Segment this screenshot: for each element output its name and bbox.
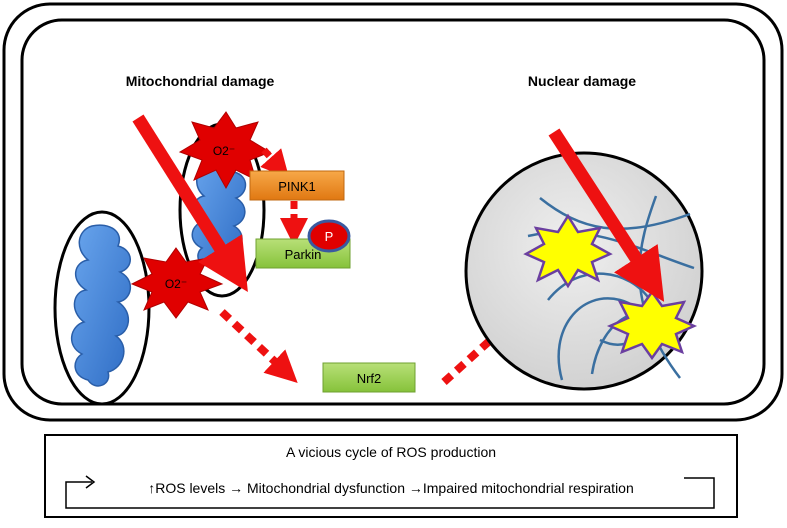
phosphate-circle [307, 219, 351, 253]
superoxide-to-nrf2-arrow [219, 309, 298, 383]
nrf2-label: Nrf2 [357, 371, 382, 386]
vicious-cycle-title: A vicious cycle of ROS production [285, 444, 497, 460]
dna-damage-star-lower [606, 289, 698, 361]
pink1-box [249, 170, 345, 201]
superoxide-to-pink1-arrow [260, 147, 290, 179]
dna-damage-star-upper [523, 213, 613, 289]
mito-damage-title: Mitochondrial damage [126, 73, 275, 89]
cell-outer-membrane [2, 2, 784, 422]
phosphate-label: P [325, 229, 334, 244]
pink1-label: PINK1 [278, 179, 316, 194]
mito-damage-arrow [132, 114, 248, 292]
cell-inner-membrane [20, 18, 766, 406]
vicious-cycle-box: A vicious cycle of ROS production ↑ROS l… [44, 434, 738, 518]
superoxide-label-top: O2⁻ [213, 144, 235, 158]
nuclear-damage-title: Nuclear damage [528, 73, 636, 89]
nrf2-box [322, 362, 416, 393]
mitochondrion-left [71, 224, 131, 387]
vicious-cycle-chain: ↑ROS levels → Mitochondrial dysfunction … [148, 480, 634, 496]
nuclear-damage-arrow [548, 128, 665, 302]
superoxide-burst-top [178, 111, 272, 190]
superoxide-label-bottom: O2⁻ [165, 277, 187, 291]
cycle-loop-arrow [65, 475, 715, 509]
parkin-label: Parkin [285, 247, 322, 262]
